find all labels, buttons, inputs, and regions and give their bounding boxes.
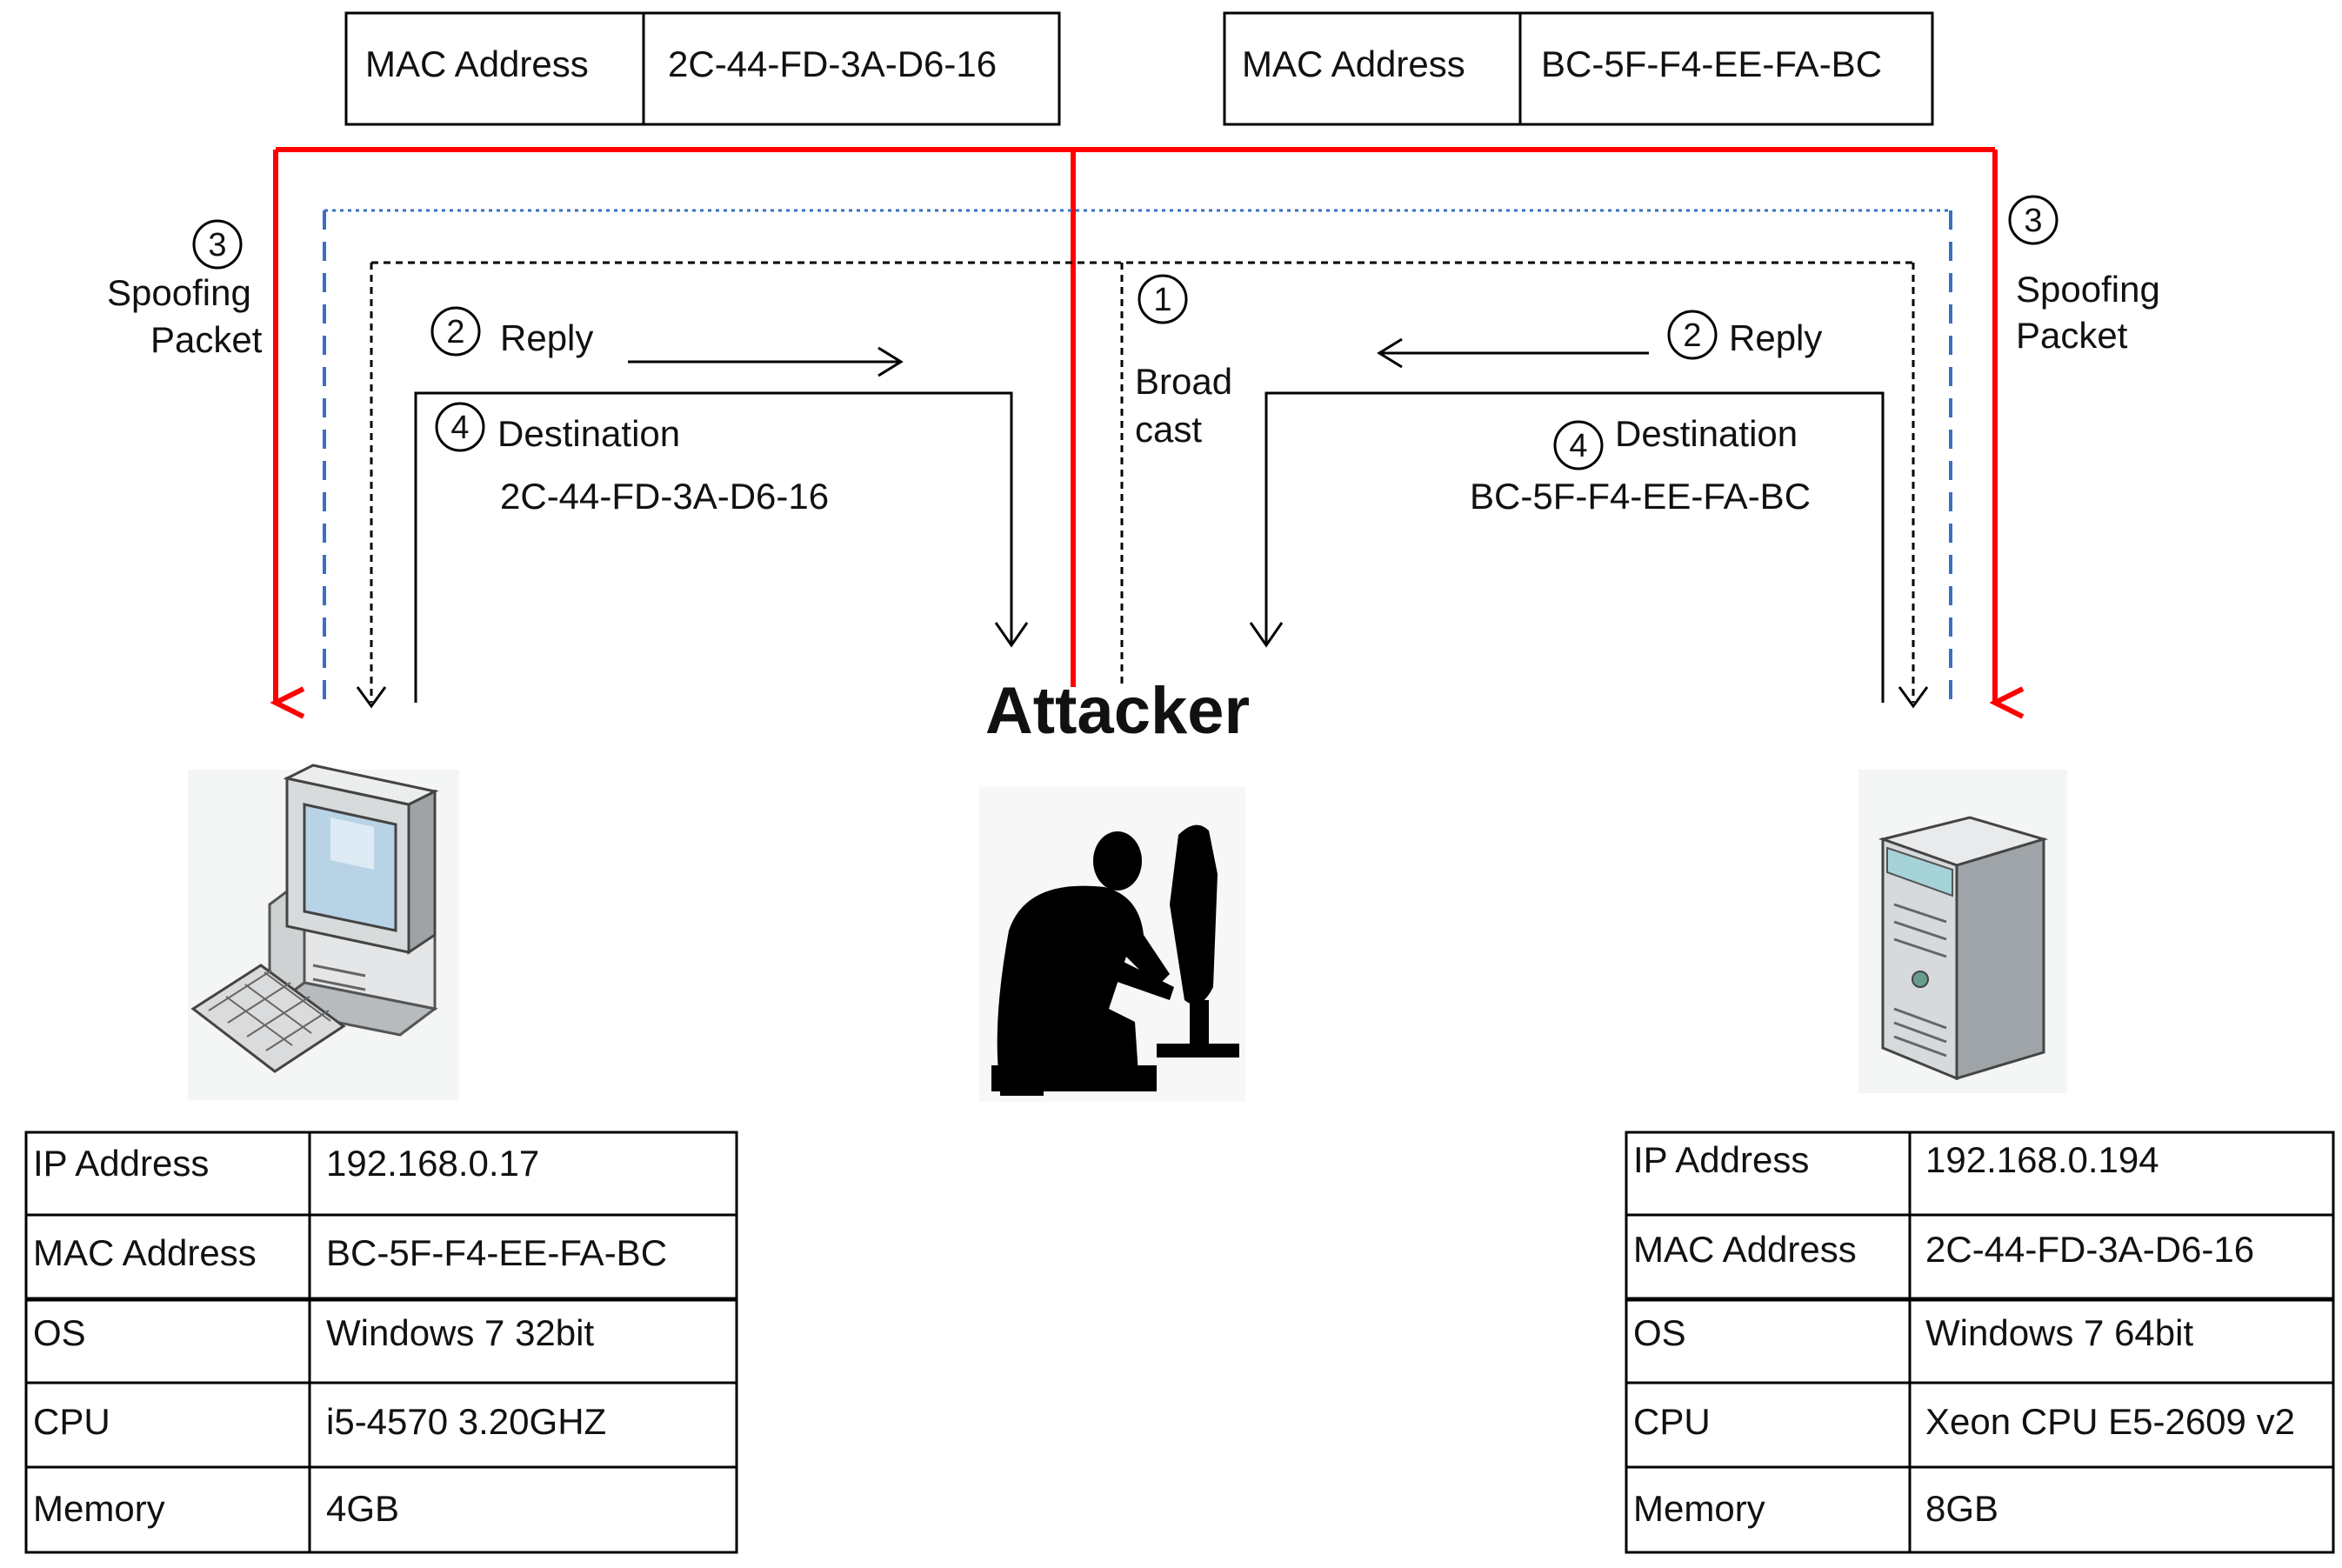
left-row-os-key: OS bbox=[33, 1312, 86, 1353]
right-row-memory-key: Memory bbox=[1633, 1488, 1765, 1529]
step4-number-right: 4 bbox=[1569, 428, 1587, 464]
broadcast-line2: cast bbox=[1135, 409, 1202, 450]
top-mac-left-key: MAC Address bbox=[365, 43, 589, 84]
reply-text-left: Reply bbox=[500, 317, 593, 358]
left-row-memory-value: 4GB bbox=[326, 1488, 399, 1529]
top-mac-right-key: MAC Address bbox=[1242, 43, 1465, 84]
step2-number-right: 2 bbox=[1683, 317, 1701, 354]
spoofing-line2-right: Packet bbox=[2016, 315, 2128, 356]
step2-number-left: 2 bbox=[446, 314, 464, 350]
left-row-ip-key: IP Address bbox=[33, 1143, 209, 1184]
spoofing-label-right: 3 Spoofing Packet bbox=[2008, 195, 2160, 356]
blue-dashed-path bbox=[323, 209, 1952, 700]
destination-mac-right: BC-5F-F4-EE-FA-BC bbox=[1470, 476, 1811, 517]
destination-text-left: Destination bbox=[497, 413, 680, 454]
top-mac-box-left: MAC Address 2C-44-FD-3A-D6-16 bbox=[344, 11, 1061, 126]
right-row-os-key: OS bbox=[1633, 1312, 1686, 1353]
top-mac-right-value: BC-5F-F4-EE-FA-BC bbox=[1541, 43, 1882, 84]
broadcast-label: 1 Broad cast bbox=[1135, 274, 1232, 450]
spoofing-line2-left: Packet bbox=[150, 319, 263, 360]
desktop-computer-icon bbox=[188, 764, 459, 1100]
reply-label-left: 2 Reply bbox=[430, 306, 593, 358]
left-row-mac-key: MAC Address bbox=[33, 1232, 257, 1273]
step3-number-left: 3 bbox=[208, 227, 226, 264]
left-row-memory-key: Memory bbox=[33, 1488, 165, 1529]
spoofing-path bbox=[276, 147, 1995, 703]
left-row-cpu-key: CPU bbox=[33, 1401, 110, 1442]
step3-number-right: 3 bbox=[2024, 203, 2042, 239]
left-row-os-value: Windows 7 32bit bbox=[326, 1312, 594, 1353]
right-specs-table: IP Address 192.168.0.194 MAC Address 2C-… bbox=[1625, 1131, 2335, 1554]
spoofing-label-left: 3 Spoofing Packet bbox=[107, 219, 263, 360]
left-row-ip-value: 192.168.0.17 bbox=[326, 1143, 539, 1184]
destination-path-right bbox=[1249, 391, 1885, 703]
attacker-title: Attacker bbox=[985, 674, 1250, 748]
step4-number-left: 4 bbox=[450, 410, 469, 446]
destination-label-right: 4 Destination BC-5F-F4-EE-FA-BC bbox=[1470, 413, 1811, 517]
right-row-mac-value: 2C-44-FD-3A-D6-16 bbox=[1925, 1229, 2254, 1270]
reply-arrow-right bbox=[1377, 337, 1649, 369]
reply-text-right: Reply bbox=[1729, 317, 1822, 358]
left-row-cpu-value: i5-4570 3.20GHZ bbox=[326, 1401, 606, 1442]
right-row-ip-value: 192.168.0.194 bbox=[1925, 1139, 2159, 1180]
right-row-mac-key: MAC Address bbox=[1633, 1229, 1857, 1270]
right-row-os-value: Windows 7 64bit bbox=[1925, 1312, 2193, 1353]
server-tower-icon bbox=[1858, 770, 2067, 1093]
top-mac-box-right: MAC Address BC-5F-F4-EE-FA-BC bbox=[1223, 11, 1934, 126]
reply-label-right: 2 Reply bbox=[1667, 310, 1822, 360]
destination-text-right: Destination bbox=[1615, 413, 1798, 454]
left-row-mac-value: BC-5F-F4-EE-FA-BC bbox=[326, 1232, 667, 1273]
spoofing-line1-right: Spoofing bbox=[2016, 269, 2160, 310]
broadcast-path bbox=[356, 261, 1929, 709]
right-row-cpu-value: Xeon CPU E5-2609 v2 bbox=[1925, 1401, 2295, 1442]
top-mac-left-value: 2C-44-FD-3A-D6-16 bbox=[668, 43, 997, 84]
reply-arrow-left bbox=[628, 346, 904, 377]
step1-number: 1 bbox=[1153, 282, 1171, 318]
broadcast-line1: Broad bbox=[1135, 361, 1232, 402]
right-row-memory-value: 8GB bbox=[1925, 1488, 1998, 1529]
right-row-cpu-key: CPU bbox=[1633, 1401, 1711, 1442]
spoofing-line1-left: Spoofing bbox=[107, 272, 251, 313]
destination-mac-left: 2C-44-FD-3A-D6-16 bbox=[500, 476, 829, 517]
destination-label-left: 4 Destination 2C-44-FD-3A-D6-16 bbox=[435, 402, 829, 517]
right-row-ip-key: IP Address bbox=[1633, 1139, 1809, 1180]
destination-path-left bbox=[414, 391, 1029, 703]
hacker-silhouette-icon bbox=[979, 787, 1245, 1102]
left-specs-table: IP Address 192.168.0.17 MAC Address BC-5… bbox=[24, 1131, 738, 1554]
